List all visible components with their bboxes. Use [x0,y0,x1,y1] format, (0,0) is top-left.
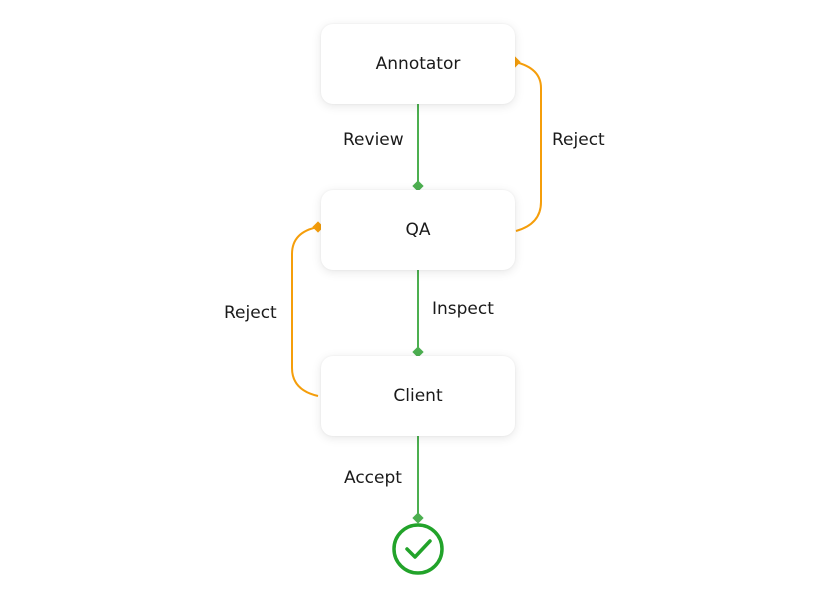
edge-reject-client-qa-marker [312,221,324,233]
edge-label-review: Review [343,130,404,150]
node-annotator[interactable]: Annotator [321,24,515,104]
node-qa-label: QA [405,220,431,240]
node-client[interactable]: Client [321,356,515,436]
edge-label-inspect: Inspect [432,299,494,319]
node-client-label: Client [393,386,443,406]
node-qa[interactable]: QA [321,190,515,270]
check-circle-icon [392,523,444,575]
edge-review-marker [412,180,424,192]
edge-label-reject-client-qa: Reject [224,303,277,323]
edge-accept-marker [412,512,424,524]
edge-reject-client-qa [291,226,319,397]
edge-inspect-marker [412,346,424,358]
edge-reject-qa-annotator [514,61,542,232]
edge-label-accept: Accept [344,468,402,488]
edge-label-reject-qa-annotator: Reject [552,130,605,150]
node-annotator-label: Annotator [375,54,461,74]
